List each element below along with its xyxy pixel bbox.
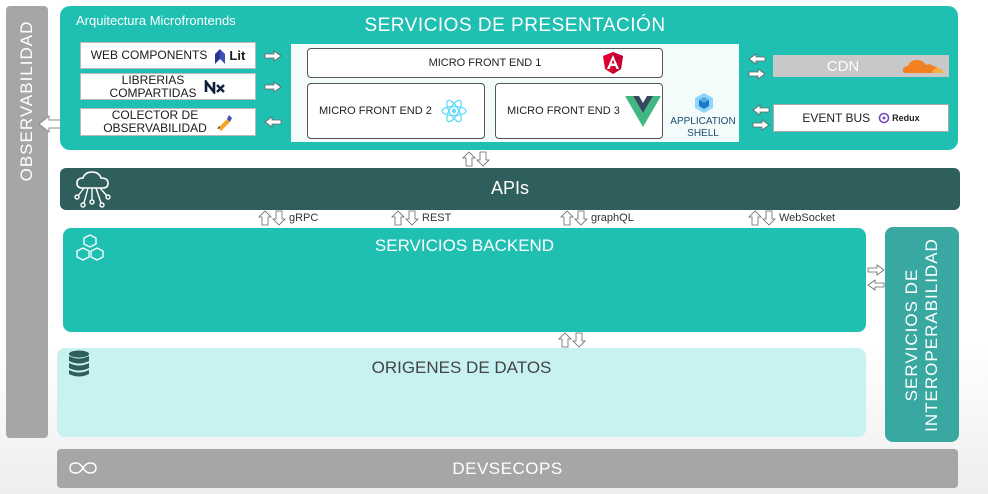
application-shell-label: APPLICATION SHELL <box>664 116 742 140</box>
graphql-label: graphQL <box>591 212 634 224</box>
shared-libs-line2: COMPARTIDAS <box>109 85 197 100</box>
observability-bar: OBSERVABILIDAD <box>6 6 48 438</box>
vue-icon <box>625 96 661 127</box>
devsecops-bar <box>57 449 958 488</box>
backend-title: SERVICIOS BACKEND <box>374 236 555 255</box>
architecture-label: Arquitectura Microfrontends <box>76 13 236 28</box>
nx-icon <box>205 79 226 94</box>
cdn-label: CDN <box>826 57 860 75</box>
interop-line1: SERVICIOS DE <box>902 268 921 401</box>
web-components-label: WEB COMPONENTS <box>90 48 208 62</box>
micro-frontend-1: MICRO FRONT END 1 <box>307 48 663 78</box>
arrow-left-icon <box>264 116 282 128</box>
webpack-icon <box>695 93 713 113</box>
websocket-label: WebSocket <box>779 212 836 224</box>
cloud-network-icon <box>74 171 111 208</box>
double-arrow-icon <box>462 151 490 167</box>
pen-icon <box>216 115 232 131</box>
lit-logo-text: Lit <box>229 48 246 63</box>
apis-bar <box>60 168 960 210</box>
mfe2-label: MICRO FRONT END 2 <box>319 105 432 117</box>
devsecops-title: DEVSECOPS <box>452 459 563 478</box>
arrow-right-icon <box>748 68 766 80</box>
mfe3-label: MICRO FRONT END 3 <box>507 105 620 117</box>
double-arrow-icon <box>560 210 588 226</box>
data-sources-title: ORIGENES DE DATOS <box>371 358 552 377</box>
double-arrow-icon <box>391 210 419 226</box>
app-shell-line2: SHELL <box>687 128 719 139</box>
interop-line2: INTEROPERABILIDAD <box>922 237 941 432</box>
rest-label: REST <box>422 212 452 224</box>
interop-label: SERVICIOS DE INTEROPERABILIDAD <box>902 235 942 435</box>
mfe1-label: MICRO FRONT END 1 <box>428 57 542 69</box>
collector-line1: COLECTOR DE <box>111 108 199 122</box>
grpc-label: gRPC <box>289 212 319 224</box>
observability-collector-box: COLECTOR DE OBSERVABILIDAD <box>80 108 256 136</box>
observability-label: OBSERVABILIDAD <box>17 20 36 182</box>
micro-frontend-3: MICRO FRONT END 3 <box>495 83 663 139</box>
infinity-icon <box>69 462 97 474</box>
double-arrow-icon <box>558 332 586 348</box>
lit-icon: Lit <box>213 48 245 64</box>
cloudflare-icon <box>902 60 943 73</box>
database-icon <box>69 350 89 377</box>
apis-title: APIs <box>490 178 529 198</box>
event-bus-label: EVENT BUS <box>802 111 871 125</box>
redux-icon <box>878 112 890 124</box>
arrow-right-icon <box>752 119 770 131</box>
web-components-box: WEB COMPONENTS Lit <box>80 42 256 69</box>
backend-services-panel <box>63 228 866 332</box>
event-bus-box: EVENT BUS Redux <box>773 104 949 132</box>
cubes-icon <box>76 234 104 261</box>
presentation-title: SERVICIOS DE PRESENTACIÓN <box>364 15 666 36</box>
interoperability-bar: SERVICIOS DE INTEROPERABILIDAD <box>885 227 959 442</box>
arrow-right-icon <box>867 264 885 276</box>
arrow-left-icon <box>867 279 885 291</box>
data-sources-panel <box>57 348 866 437</box>
arrow-right-icon <box>264 50 282 62</box>
double-arrow-icon <box>748 210 776 226</box>
redux-label: Redux <box>892 113 920 123</box>
angular-icon <box>603 52 623 74</box>
shared-libs-line1: LIBRERIAS <box>121 72 185 87</box>
double-arrow-icon <box>258 210 286 226</box>
arrow-left-icon <box>748 53 766 65</box>
arrow-right-icon <box>264 81 282 93</box>
collector-line2: OBSERVABILIDAD <box>103 121 207 135</box>
shared-libraries-box: LIBRERIAS COMPARTIDAS <box>80 73 256 100</box>
react-icon <box>441 99 467 123</box>
app-shell-line1: APPLICATION <box>670 116 736 127</box>
arrow-left-icon <box>752 104 770 116</box>
